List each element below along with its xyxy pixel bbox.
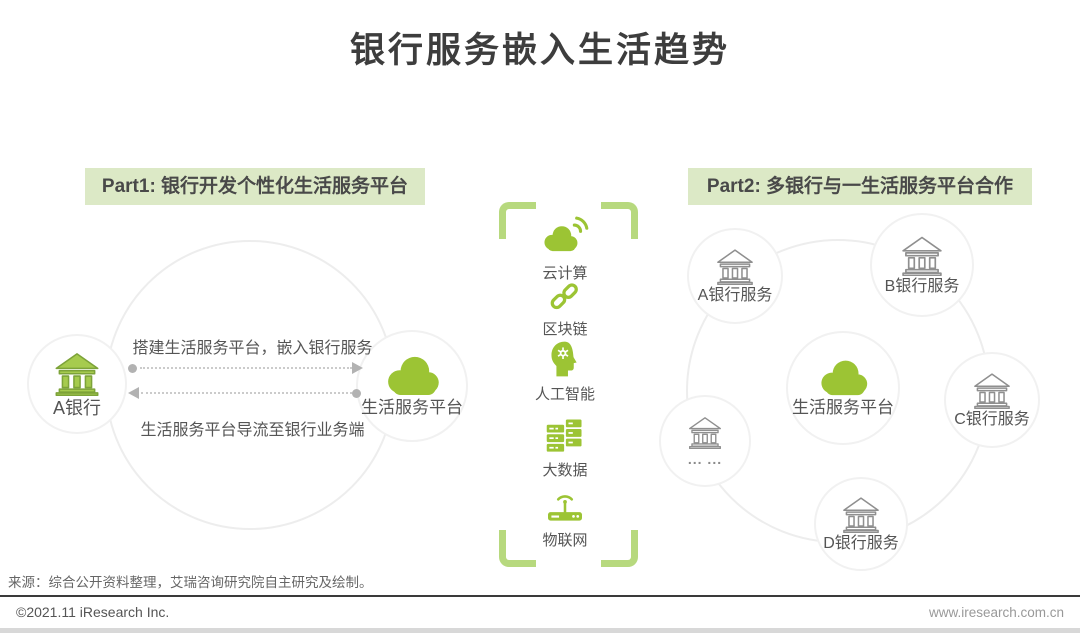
tech-label: 区块链 xyxy=(542,321,588,338)
bottom-edge-bar xyxy=(0,628,1080,633)
tech-label: 大数据 xyxy=(542,462,588,479)
flow-top-label: 搭建生活服务平台，嵌入银行服务 xyxy=(132,340,373,357)
tech-item-blockchain: 区块链 xyxy=(505,281,625,339)
arrow-right-start-dot xyxy=(128,364,137,373)
page-title: 银行服务嵌入生活趋势 xyxy=(349,31,730,70)
part2-bankB-node: B银行服务 xyxy=(870,213,974,317)
blockchain-icon xyxy=(550,283,578,310)
cloud-icon xyxy=(821,360,868,396)
part2-platform-node: 生活服务平台 xyxy=(786,331,900,445)
tech-item-ai: 人工智能 xyxy=(505,340,625,404)
cloud-icon xyxy=(388,357,439,396)
tech-item-big-data: 大数据 xyxy=(505,418,625,480)
part2-bankD-node: D银行服务 xyxy=(814,477,908,571)
artificial-intelligence-icon xyxy=(550,341,577,377)
website-url: www.iresearch.com.cn xyxy=(928,605,1064,620)
copyright-text: ©2021.11 iResearch Inc. xyxy=(16,604,170,620)
part2-bankC-node: C银行服务 xyxy=(944,352,1040,448)
part2-bankD-label: D银行服务 xyxy=(823,534,899,552)
frame-corner-top-right-icon xyxy=(601,202,638,239)
part2-header: Part2: 多银行与一生活服务平台合作 xyxy=(688,168,1032,205)
part2-bankB-label: B银行服务 xyxy=(884,277,960,295)
arrow-right-line xyxy=(140,367,352,369)
part1-header: Part1: 银行开发个性化生活服务平台 xyxy=(85,168,425,205)
part1-bank-label: A银行 xyxy=(52,397,101,418)
frame-corner-bottom-right-icon xyxy=(601,530,638,567)
bank-icon xyxy=(843,497,879,533)
part1-ring xyxy=(105,240,395,530)
tech-label: 人工智能 xyxy=(534,386,595,403)
part2-platform-label: 生活服务平台 xyxy=(792,398,894,418)
arrow-left-line xyxy=(141,392,352,394)
bank-icon xyxy=(717,249,753,285)
big-data-icon xyxy=(546,419,582,452)
flow-bottom-label: 生活服务平台导流至银行业务端 xyxy=(140,422,365,439)
bank-icon xyxy=(55,352,99,396)
arrow-left-head-icon xyxy=(128,387,139,399)
source-note: 来源：综合公开资料整理，艾瑞咨询研究院自主研究及绘制。 xyxy=(8,575,373,590)
tech-item-cloud-computing: 云计算 xyxy=(505,215,625,283)
arrow-right-head-icon xyxy=(352,362,363,374)
part2-bankA-node: A银行服务 xyxy=(687,228,783,324)
tech-label: 云计算 xyxy=(542,265,588,282)
part1-platform-node: 生活服务平台 xyxy=(356,330,468,442)
bank-icon xyxy=(974,373,1010,409)
arrow-left-start-dot xyxy=(352,389,361,398)
part2-bankA-label: A银行服务 xyxy=(697,286,773,304)
frame-corner-bottom-left-icon xyxy=(499,530,536,567)
bank-icon xyxy=(902,236,942,276)
part2-bankC-label: C银行服务 xyxy=(954,410,1030,428)
part2-more-banks-node: ... ... xyxy=(659,395,751,487)
tech-item-iot: 物联网 xyxy=(505,490,625,550)
cloud-computing-icon xyxy=(544,216,589,252)
part1-platform-label: 生活服务平台 xyxy=(361,398,463,418)
iot-icon xyxy=(548,495,582,521)
part1-bank-node: A银行 xyxy=(27,334,127,434)
bank-icon xyxy=(689,417,721,449)
frame-corner-top-left-icon xyxy=(499,202,536,239)
tech-label: 物联网 xyxy=(542,532,588,549)
part2-more-banks-label: ... ... xyxy=(687,451,723,467)
footer-divider xyxy=(0,595,1080,597)
